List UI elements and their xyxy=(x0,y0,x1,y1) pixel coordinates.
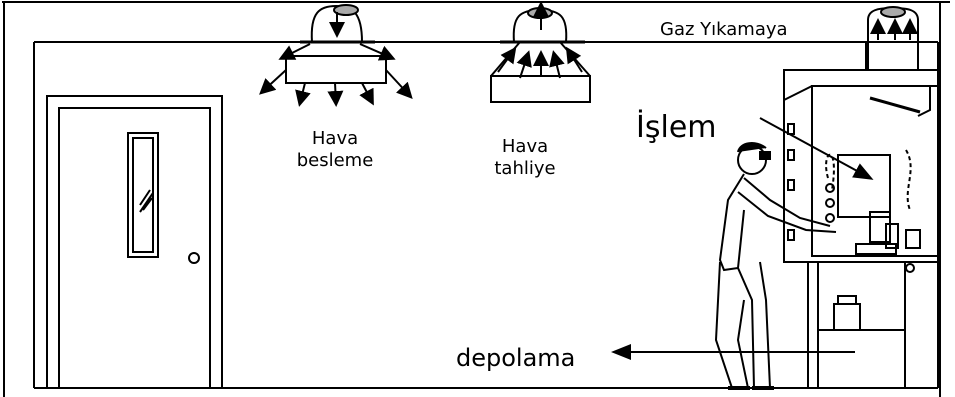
process-label: İşlem xyxy=(636,110,717,145)
air-exhaust-label-line2: tahliye xyxy=(494,158,556,179)
air-exhaust-label-line1: Hava xyxy=(501,136,549,157)
air-supply-label-line2: besleme xyxy=(296,150,374,171)
air-exhaust-hood-icon xyxy=(490,1,591,103)
air-exhaust-label: Hava tahliye xyxy=(480,136,570,180)
air-supply-label-line1: Hava xyxy=(311,128,359,149)
fume-hood-icon xyxy=(759,41,939,388)
storage-label: depolama xyxy=(456,344,576,372)
gas-scrubber-label: Gaz Yıkamaya xyxy=(660,19,788,40)
storage-bottle-icon xyxy=(833,295,861,331)
air-supply-diffuser-icon xyxy=(259,4,413,107)
gas-scrubber-duct-icon xyxy=(867,6,919,70)
air-supply-label: Hava besleme xyxy=(290,128,380,172)
door-icon xyxy=(46,95,223,389)
worker-figure-icon xyxy=(714,142,837,390)
